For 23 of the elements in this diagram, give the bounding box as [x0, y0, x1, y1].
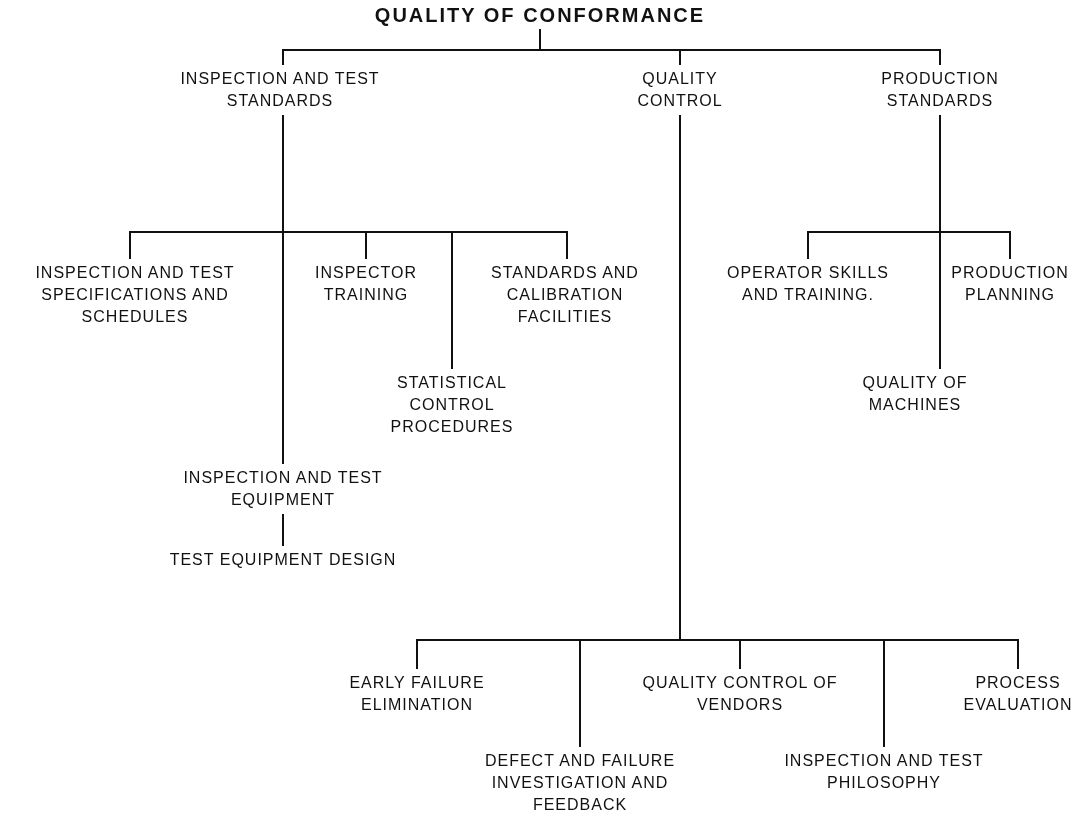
connector-line: [282, 513, 284, 547]
branch-label: PROCESS EVALUATION: [948, 672, 1088, 716]
branch-label: PRODUCTION STANDARDS: [840, 68, 1040, 112]
branch-label: OPERATOR SKILLS AND TRAINING.: [708, 262, 908, 306]
branch-label: STATISTICAL CONTROL PROCEDURES: [367, 372, 537, 438]
connector-line: [679, 114, 1019, 670]
branch-label: TEST EQUIPMENT DESIGN: [168, 549, 398, 571]
branch-label: QUALITY CONTROL OF VENDORS: [615, 672, 865, 716]
branch-label: QUALITY CONTROL: [600, 68, 760, 112]
branch-label: QUALITY OF MACHINES: [830, 372, 1000, 416]
branch-label: INSPECTOR TRAINING: [296, 262, 436, 306]
connector-line: [282, 114, 284, 465]
branch-label: STANDARDS AND CALIBRATION FACILITIES: [460, 262, 670, 328]
branch-label: PRODUCTION PLANNING: [930, 262, 1090, 306]
branch-label: INSPECTION AND TEST PHILOSOPHY: [769, 750, 999, 794]
branch-label: EARLY FAILURE ELIMINATION: [317, 672, 517, 716]
root-label: QUALITY OF CONFORMANCE: [330, 4, 750, 26]
branch-label: INSPECTION AND TEST STANDARDS: [170, 68, 390, 112]
branch-label: INSPECTION AND TEST SPECIFICATIONS AND SCHEDULES: [2, 262, 268, 328]
connector-line: [939, 114, 941, 370]
branch-label: INSPECTION AND TEST EQUIPMENT: [168, 467, 398, 511]
branch-label: DEFECT AND FAILURE INVESTIGATION AND FEEDBACK: [460, 750, 700, 816]
connector-line: [539, 28, 941, 66]
